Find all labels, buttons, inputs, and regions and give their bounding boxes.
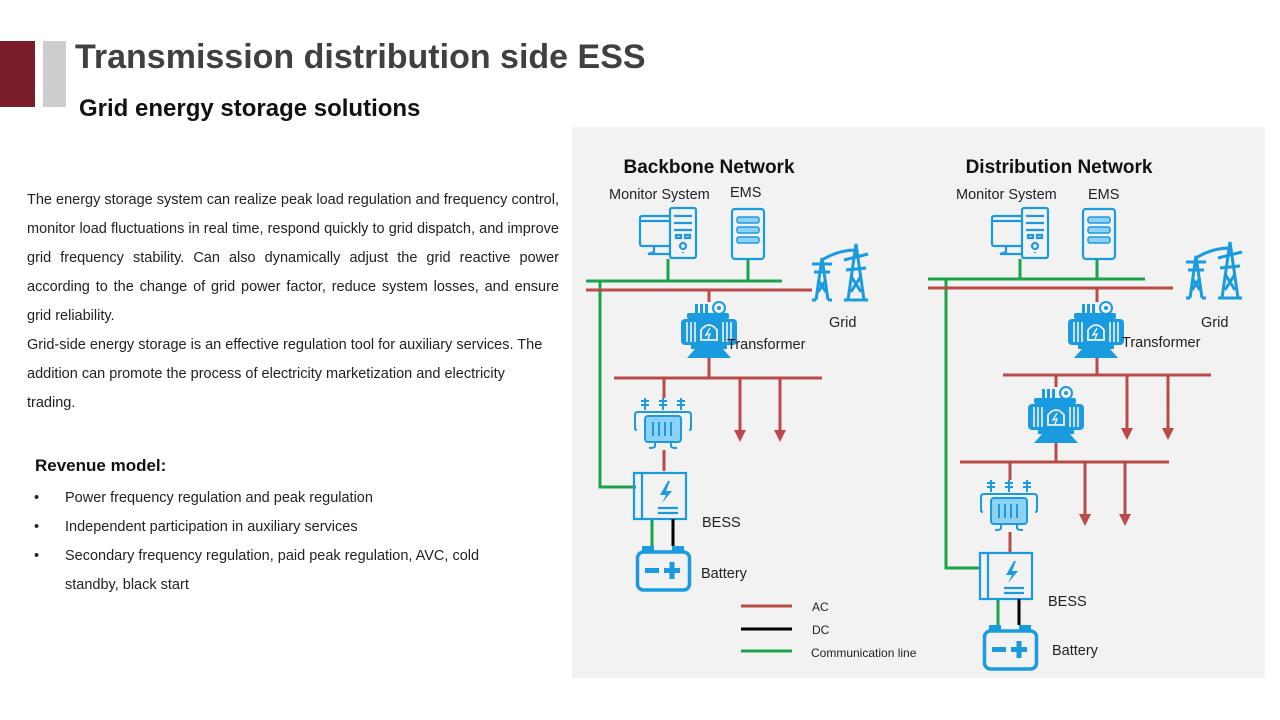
revenue-model-list: • Power frequency regulation and peak reg… [27,484,527,600]
distribution-transformer-2-icon [1027,386,1085,444]
distribution-distribution-transformer-icon [980,479,1038,531]
backbone-bess-label: BESS [702,515,741,531]
backbone-network: Backbone Network Monitor System EMS Grid [586,157,870,592]
backbone-ems-label: EMS [730,185,761,201]
description-paragraph-1: The energy storage system can realize pe… [27,192,559,324]
page-title: Transmission distribution side ESS [75,38,646,76]
legend: AC DC Communication line [741,600,917,660]
revenue-item-text: Secondary frequency regulation, paid pea… [65,548,480,593]
revenue-model-title: Revenue model: [35,456,167,475]
accent-bar-red [0,41,35,107]
backbone-distribution-transformer-icon [634,397,692,449]
distribution-monitor-label: Monitor System [956,187,1057,203]
distribution-grid-tower-icon [1184,240,1244,300]
backbone-ems-icon [730,207,766,261]
distribution-transformer-icon [1067,301,1125,359]
legend-ac-label: AC [812,600,829,614]
distribution-grid-label: Grid [1201,315,1228,331]
bullet-icon: • [34,548,40,564]
backbone-battery-icon [635,544,692,592]
distribution-bess-label: BESS [1048,594,1087,610]
backbone-monitor-label: Monitor System [609,187,710,203]
comm-line-to-bess [598,281,636,489]
revenue-item: • Secondary frequency regulation, paid pe… [27,542,527,600]
backbone-title: Backbone Network [623,157,794,178]
page-subtitle: Grid energy storage solutions [79,95,421,122]
revenue-item: • Power frequency regulation and peak reg… [27,484,527,513]
revenue-item-text: Independent participation in auxiliary s… [65,519,358,535]
comm-line-to-bess [944,279,980,570]
revenue-item-text: Power frequency regulation and peak regu… [65,490,373,506]
distribution-title: Distribution Network [966,157,1153,178]
distribution-battery-label: Battery [1052,643,1099,659]
backbone-monitor-icon [638,206,698,260]
distribution-ems-label: EMS [1088,187,1119,203]
description: The energy storage system can realize pe… [27,186,559,418]
backbone-grid-label: Grid [829,315,856,331]
backbone-bess-icon [632,471,688,521]
bullet-icon: • [34,519,40,535]
legend-dc-label: DC [812,623,830,637]
distribution-bess-icon [978,551,1034,601]
backbone-battery-label: Battery [701,566,748,582]
distribution-ems-icon [1081,207,1117,261]
backbone-transformer-label: Transformer [727,337,806,353]
legend-communication-label: Communication line [811,646,917,660]
backbone-grid-tower-icon [810,242,870,302]
distribution-network: Distribution Network Monitor System EMS [928,157,1244,671]
distribution-battery-icon [982,623,1039,671]
distribution-monitor-icon [990,206,1050,260]
bullet-icon: • [34,490,40,506]
revenue-item: • Independent participation in auxiliary … [27,513,527,542]
description-paragraph-2: Grid-side energy storage is an effective… [27,337,543,411]
distribution-transformer-label: Transformer [1122,335,1201,351]
accent-bar-gray [43,41,66,107]
